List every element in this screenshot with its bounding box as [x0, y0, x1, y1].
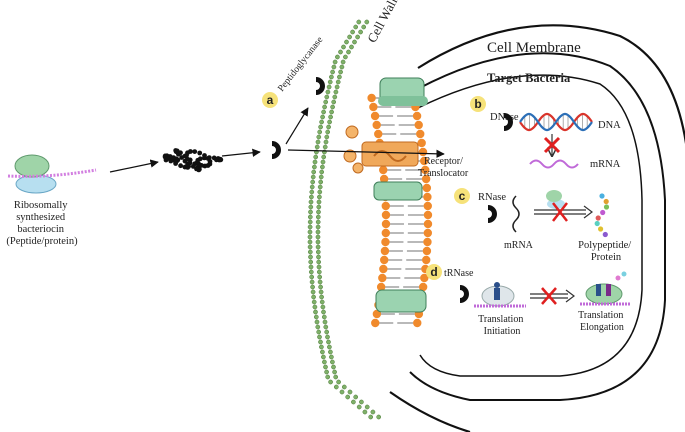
ribosome-elongation-icon [580, 271, 630, 306]
polypeptide-label: Polypeptide/ Protein [578, 240, 634, 263]
step-c-letter: c [459, 189, 466, 203]
rnase-label: RNase [478, 192, 506, 203]
cell-membrane-label: Cell Membrane [487, 40, 581, 56]
arrow-to-receptor [287, 149, 445, 159]
cell-wall-label: Cell Wall [364, 0, 400, 45]
peptidoglycanase-icon [316, 77, 325, 95]
ribosome-initiation-icon [474, 282, 526, 308]
coiled-peptide-icon [162, 148, 224, 173]
step-c-badge [454, 188, 470, 204]
step-b-letter: b [474, 97, 481, 111]
inhibition-cross-d [530, 287, 575, 305]
translation-initiation-label: Translation Initiation [478, 314, 526, 337]
mrna-strand [7, 168, 97, 178]
cell-membrane-outer-bottom [389, 391, 471, 432]
arrow-1 [109, 159, 159, 173]
cell-wall [307, 19, 382, 420]
rnase-icon [488, 205, 497, 223]
receptor-label: Receptor/ Translocator [418, 156, 469, 179]
mrna-label-b: mRNA [590, 159, 621, 170]
polypeptide-chain-icon [594, 193, 610, 238]
ribosome-icon [14, 154, 57, 194]
inhibition-cross-b [543, 134, 561, 156]
target-bacteria-boundary [417, 74, 643, 377]
trnase-icon [460, 285, 469, 303]
arrow-to-peptidoglycanase [285, 107, 309, 145]
cell-membrane-outer [417, 24, 685, 145]
arrow-2 [221, 148, 261, 157]
dna-label: DNA [598, 120, 621, 131]
peptidoglycanase-label: Peptidoglycanase [276, 35, 325, 94]
ribosome-small-c [546, 190, 565, 209]
step-d-badge [426, 264, 442, 280]
membrane-protein-middle [373, 181, 423, 201]
cell-membrane-inner [404, 52, 666, 401]
step-a-badge [262, 92, 278, 108]
membrane-protein-top [378, 77, 428, 106]
mrna-wave-b [529, 159, 579, 169]
mrna-label-c: mRNA [504, 240, 534, 251]
mrna-strand-c [512, 195, 520, 233]
step-a-letter: a [267, 93, 274, 107]
inhibition-cross-c [534, 202, 593, 222]
translation-elongation-label: Translation Elongation [578, 310, 626, 333]
membrane-protein-bottom [375, 289, 427, 313]
step-b-badge [470, 96, 486, 112]
step-d-letter: d [430, 265, 437, 279]
target-bacteria-label: Target Bacteria [487, 71, 571, 85]
trnase-label: tRNase [444, 268, 474, 279]
dna-helix-icon [519, 112, 593, 132]
bacteriocin-icon [272, 141, 281, 159]
bacteriocin-label: Ribosomally synthesized bacteriocin (Pep… [6, 200, 78, 247]
